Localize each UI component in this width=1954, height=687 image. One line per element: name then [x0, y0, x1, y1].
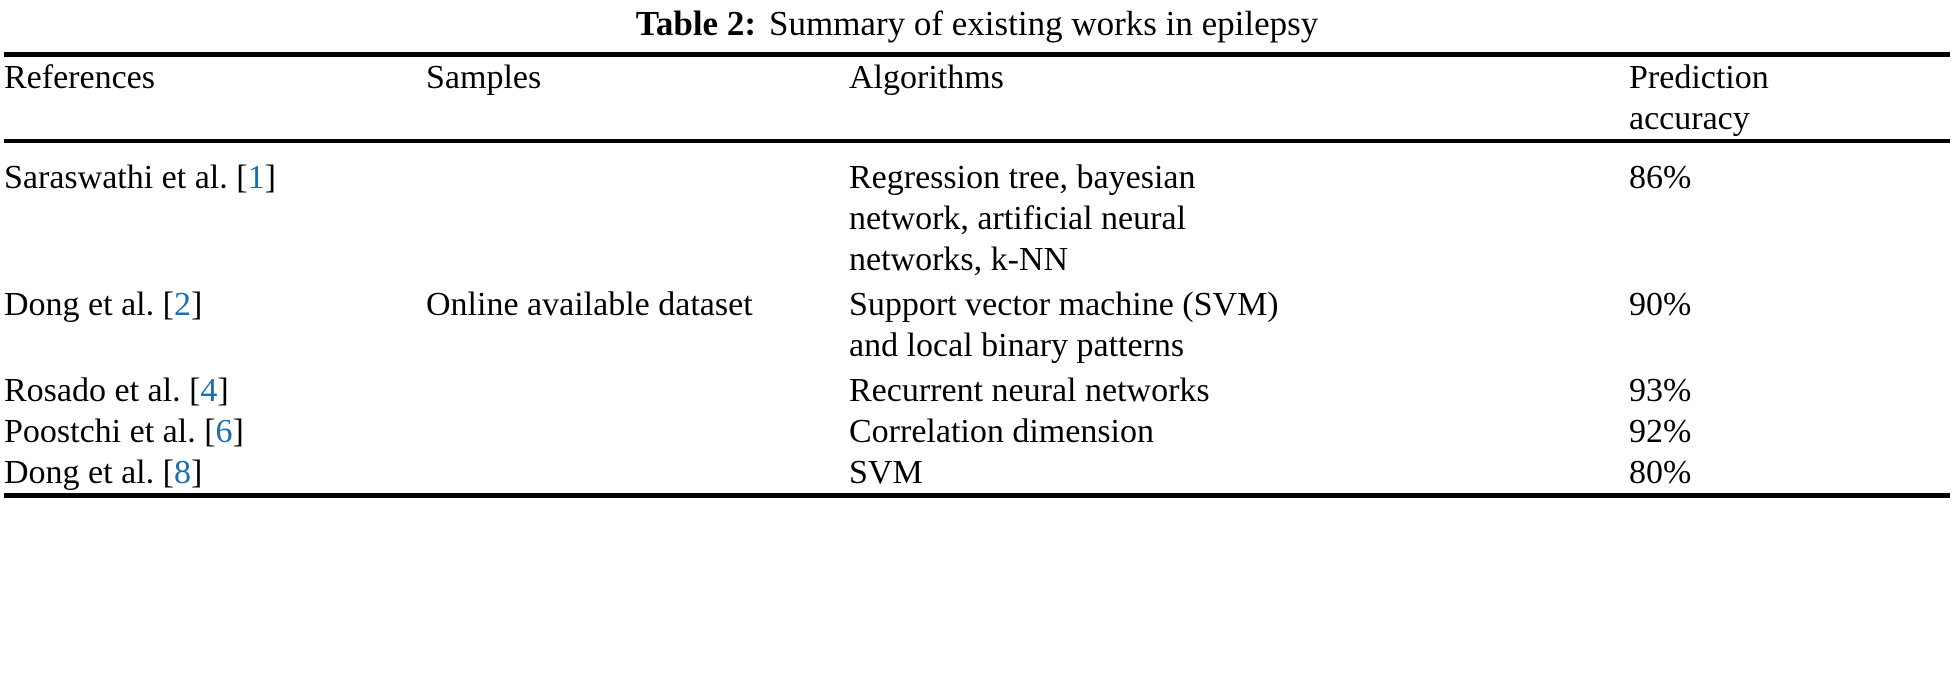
citation-bracket-open: [ — [162, 454, 174, 491]
citation-bracket-open: [ — [189, 372, 201, 409]
column-header-samples: Samples — [426, 59, 542, 96]
reference-name: Dong et al. — [4, 286, 163, 323]
caption-text: Summary of existing works in epilepsy — [769, 4, 1319, 43]
cell-reference: Saraswathi et al. [1] — [4, 143, 426, 284]
citation-bracket-close: ] — [232, 413, 244, 450]
citation-bracket-open: [ — [204, 413, 216, 450]
algorithms-line: networks, k-NN — [849, 241, 1069, 278]
citation-link[interactable]: 4 — [200, 372, 218, 409]
table-bottom-rule — [4, 493, 1950, 498]
column-header-algorithms: Algorithms — [849, 59, 1004, 96]
citation-bracket-close: ] — [190, 286, 203, 323]
column-header-references: References — [4, 59, 156, 96]
cell-prediction-accuracy: 93% — [1629, 372, 1692, 409]
reference-name: Rosado et al. — [4, 372, 190, 409]
cell-reference: Rosado et al. [4] — [4, 370, 426, 411]
cell-samples — [426, 452, 849, 493]
column-header-accuracy-line1: Prediction — [1629, 59, 1769, 96]
algorithms-line: SVM — [849, 454, 923, 491]
citation-link[interactable]: 6 — [215, 413, 233, 450]
reference-name: Poostchi et al. — [4, 413, 205, 450]
cell-reference: Dong et al. [8] — [4, 452, 426, 493]
table-header-rule — [4, 139, 1950, 143]
cell-samples — [426, 411, 849, 452]
table-caption: Table 2: Summary of existing works in epi… — [4, 0, 1950, 50]
table-row: Poostchi et al. [6] Correlation dimension… — [4, 411, 1950, 452]
cell-prediction-accuracy: 80% — [1629, 454, 1692, 491]
table-body: Saraswathi et al. [1] Regression tree, ba… — [4, 143, 1950, 493]
citation-link[interactable]: 8 — [173, 454, 191, 491]
cell-prediction-accuracy: 86% — [1629, 159, 1692, 196]
table-row: Dong et al. [8] SVM 80% — [4, 452, 1950, 493]
algorithms-line: network, artificial neural — [849, 200, 1187, 237]
algorithms-line: Correlation dimension — [849, 413, 1155, 450]
algorithms-line: Recurrent neural networks — [849, 372, 1210, 409]
reference-name: Saraswathi et al. — [4, 159, 237, 196]
algorithms-line: Regression tree, bayesian — [849, 159, 1196, 196]
summary-table: References Samples Algorithms Prediction… — [4, 57, 1950, 139]
cell-reference: Poostchi et al. [6] — [4, 411, 426, 452]
cell-samples — [426, 370, 849, 411]
cell-samples: Online available dataset — [426, 286, 753, 323]
citation-bracket-close: ] — [190, 454, 203, 491]
table-row: Rosado et al. [4] Recurrent neural networ… — [4, 370, 1950, 411]
citation-bracket-close: ] — [264, 159, 276, 196]
header-row: References Samples Algorithms Prediction… — [4, 57, 1950, 139]
algorithms-line: Support vector machine (SVM) — [849, 286, 1279, 323]
citation-link[interactable]: 2 — [173, 286, 191, 323]
cell-prediction-accuracy: 92% — [1629, 413, 1692, 450]
caption-label: Table 2: — [635, 4, 756, 43]
cell-algorithms: Support vector machine (SVM) and local bi… — [849, 284, 1629, 370]
citation-bracket-close: ] — [217, 372, 229, 409]
table-top-rule — [4, 52, 1950, 57]
column-header-prediction-accuracy: Prediction accuracy — [1629, 57, 1950, 139]
cell-algorithms: Regression tree, bayesian network, artifi… — [849, 143, 1629, 284]
cell-algorithms: Correlation dimension — [849, 411, 1629, 452]
reference-name: Dong et al. — [4, 454, 163, 491]
summary-table-body: Saraswathi et al. [1] Regression tree, ba… — [4, 143, 1950, 493]
cell-algorithms: Recurrent neural networks — [849, 370, 1629, 411]
table-header: References Samples Algorithms Prediction… — [4, 57, 1950, 139]
cell-reference: Dong et al. [2] — [4, 284, 426, 370]
algorithms-line: and local binary patterns — [849, 327, 1185, 364]
cell-samples — [426, 143, 849, 284]
citation-bracket-open: [ — [162, 286, 174, 323]
table-row: Saraswathi et al. [1] Regression tree, ba… — [4, 143, 1950, 284]
cell-prediction-accuracy: 90% — [1629, 286, 1692, 323]
citation-bracket-open: [ — [236, 159, 248, 196]
citation-link[interactable]: 1 — [247, 159, 265, 196]
cell-algorithms: SVM — [849, 452, 1629, 493]
column-header-accuracy-line2: accuracy — [1629, 100, 1750, 137]
